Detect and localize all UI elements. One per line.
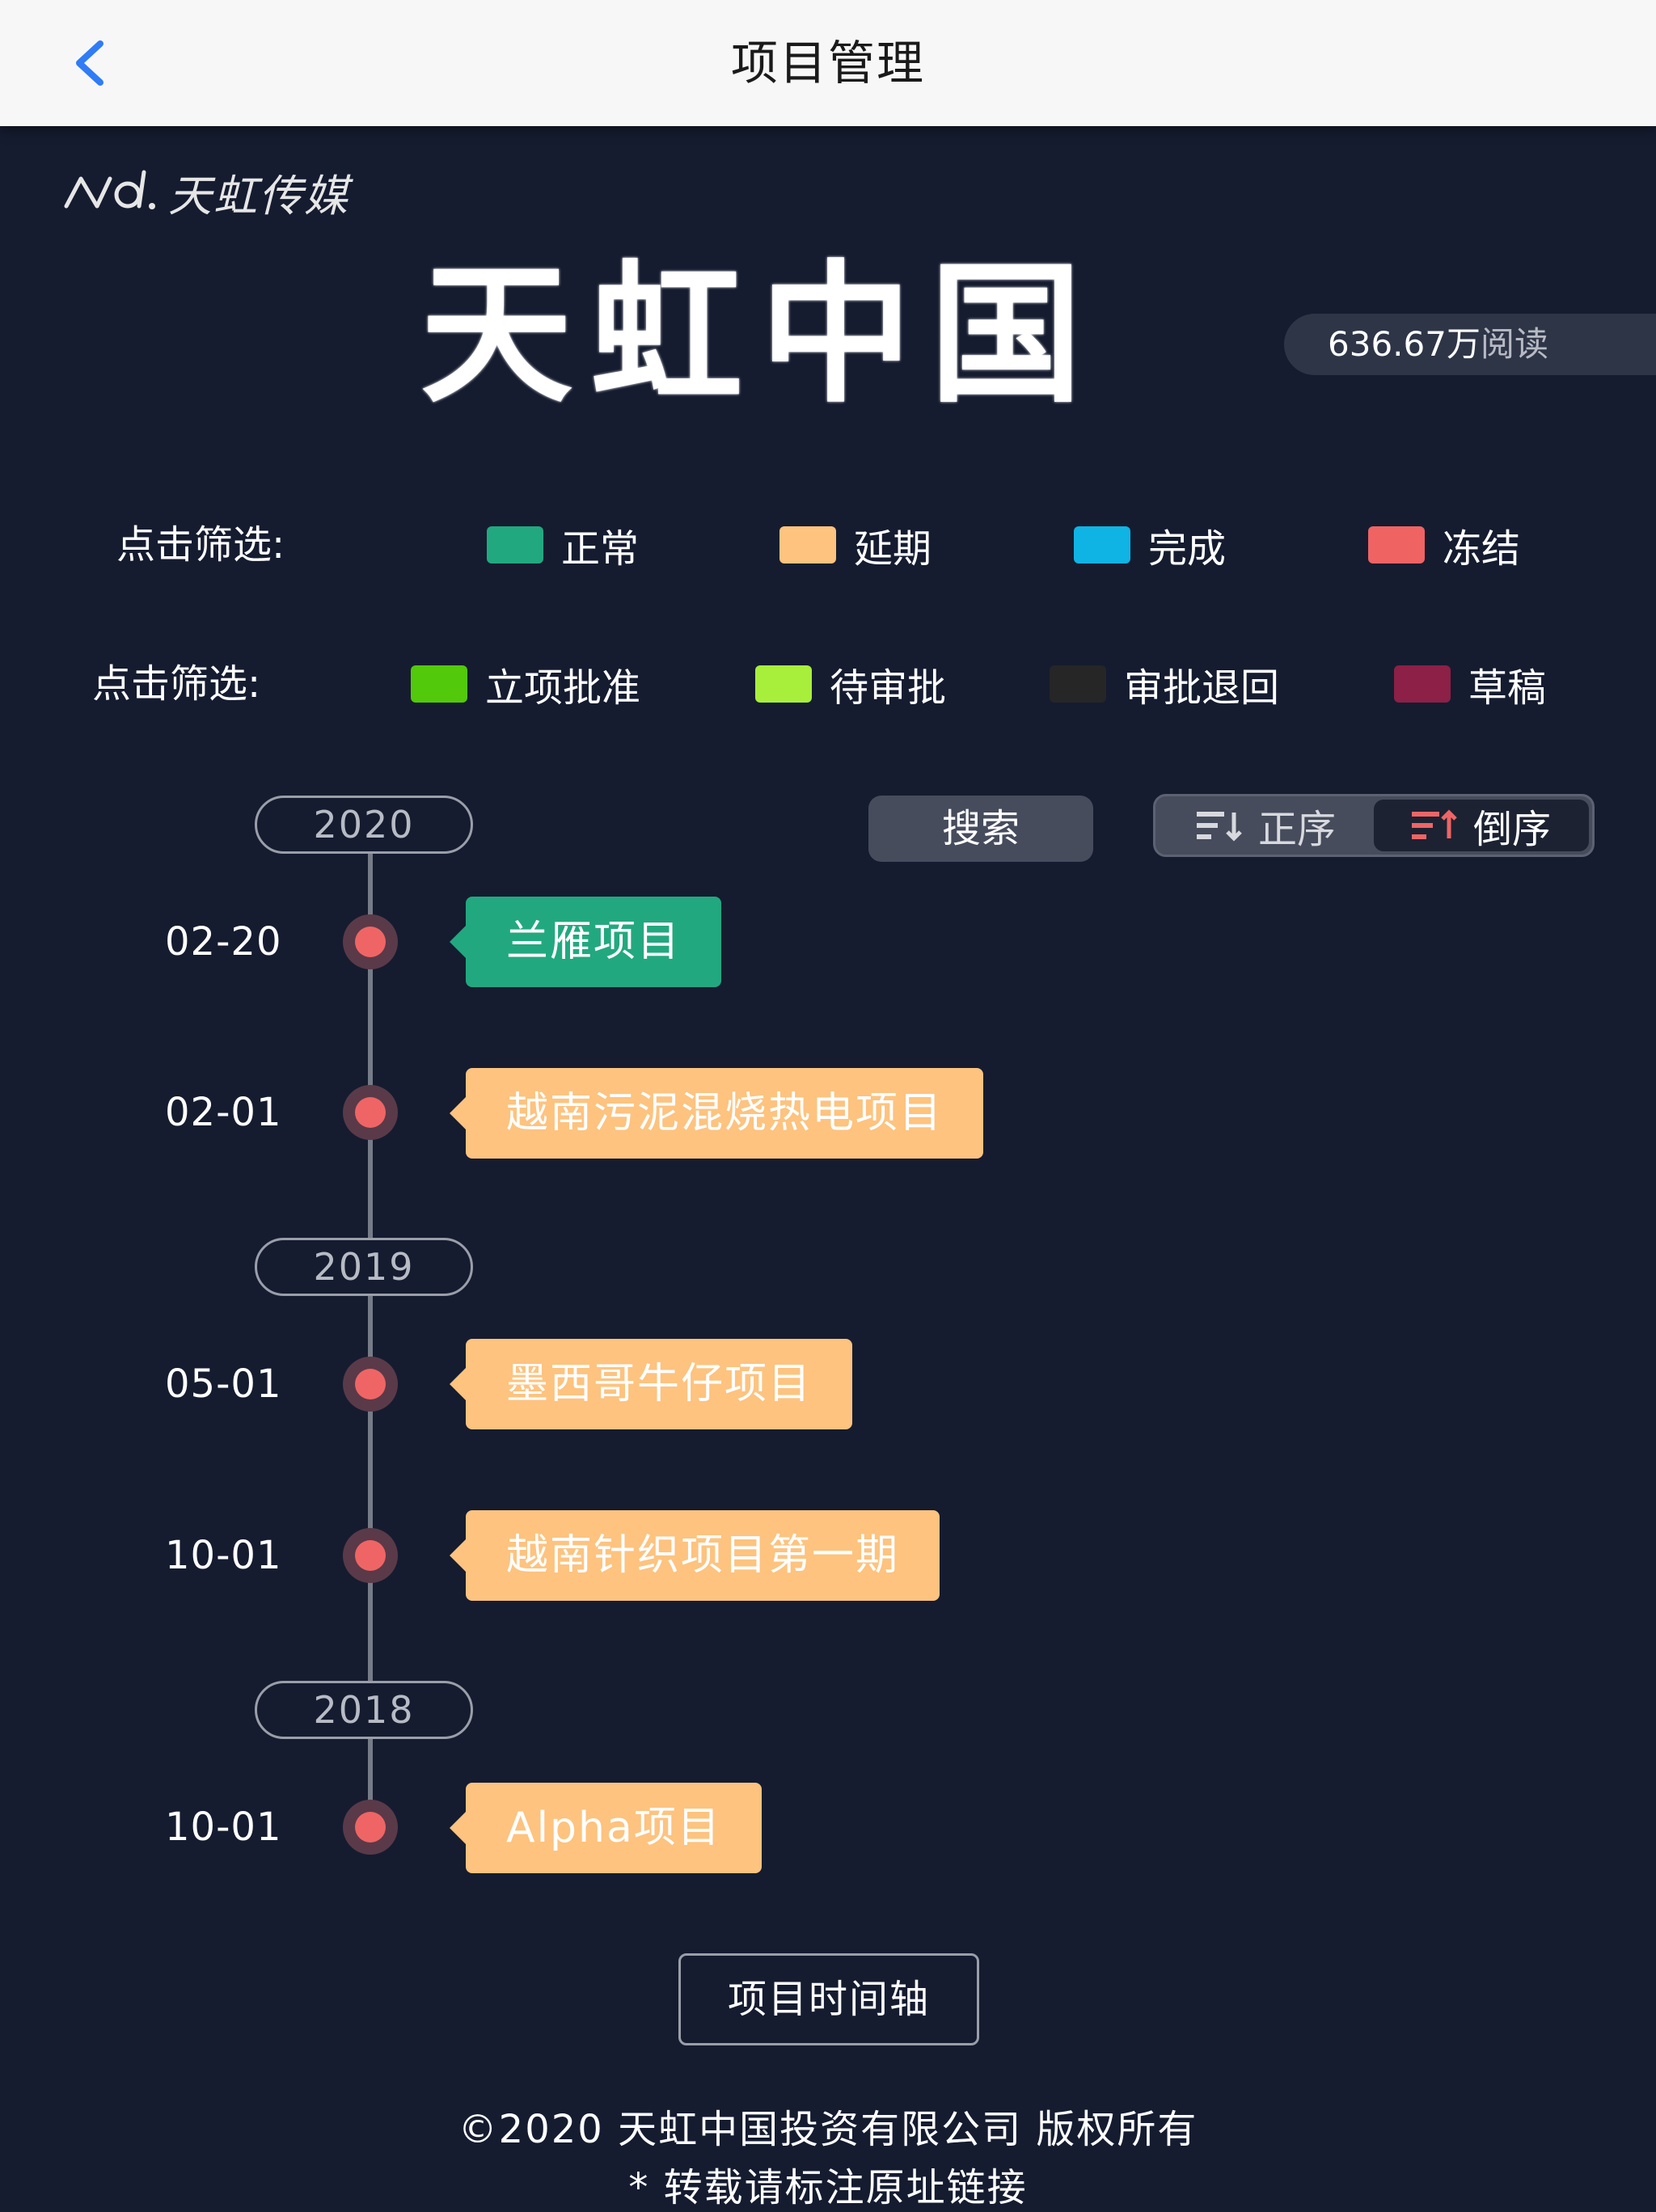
project-date: 10-01 (165, 1805, 282, 1850)
project-card-vietnam-knit[interactable]: 越南针织项目第一期 (449, 1510, 940, 1601)
nd-logo-icon (64, 170, 155, 209)
sort-toggle: 正序 倒序 (1153, 794, 1595, 857)
approval-filter-label: 点击筛选: (92, 661, 261, 707)
filter-chip-completed[interactable]: 完成 (1074, 513, 1226, 577)
project-card-alpha[interactable]: Alpha项目 (450, 1783, 762, 1873)
year-marker-2019: 2019 (255, 1238, 473, 1296)
sort-ascending-button[interactable]: 正序 (1159, 800, 1374, 852)
status-filter-row: 点击筛选: 正常 延期 完成 冻结 (0, 513, 1656, 577)
project-card-mexico-denim[interactable]: 墨西哥牛仔项目 (449, 1339, 853, 1429)
project-card-lanyan[interactable]: 兰雁项目 (449, 897, 722, 987)
chevron-left-icon (76, 40, 104, 86)
hero-title: 天虹中国 (420, 247, 1100, 424)
swatch-delayed (779, 526, 836, 564)
views-count: 636.67万 (1328, 324, 1481, 364)
timeline-node-dot (355, 1540, 386, 1571)
filter-chip-delayed[interactable]: 延期 (779, 513, 932, 577)
timeline-node (343, 1528, 398, 1583)
filter-chip-normal[interactable]: 正常 (487, 513, 639, 577)
back-button[interactable] (57, 31, 121, 95)
filter-chip-frozen[interactable]: 冻结 (1368, 513, 1520, 577)
timeline-node-dot (355, 1097, 386, 1128)
chip-label: 待审批 (830, 665, 947, 711)
timeline-node-dot (355, 927, 386, 957)
views-unit: 阅读 (1480, 324, 1548, 364)
swatch-returned (1050, 665, 1106, 703)
chip-label: 审批退回 (1124, 665, 1280, 711)
filter-chip-approved[interactable]: 立项批准 (411, 652, 640, 716)
timeline-node (343, 914, 398, 969)
filter-chip-pending[interactable]: 待审批 (755, 652, 946, 716)
year-marker-2018: 2018 (255, 1681, 473, 1739)
swatch-normal (487, 526, 543, 564)
chip-label: 完成 (1148, 526, 1227, 572)
project-date: 02-20 (165, 919, 282, 965)
approval-filter-row: 点击筛选: 立项批准 待审批 审批退回 草稿 (0, 652, 1656, 716)
chip-label: 冻结 (1443, 526, 1521, 572)
swatch-completed (1074, 526, 1130, 564)
timeline-axis (368, 841, 373, 1843)
sort-descending-label: 倒序 (1472, 807, 1551, 852)
sort-ascending-icon (1196, 812, 1242, 842)
timeline-node-dot (355, 1369, 386, 1399)
sort-ascending-label: 正序 (1257, 807, 1336, 852)
chip-label: 正常 (561, 526, 640, 572)
nav-bar: 项目管理 (0, 0, 1656, 126)
timeline-node (343, 1800, 398, 1855)
chip-label: 延期 (854, 526, 932, 572)
swatch-approved (411, 665, 467, 703)
project-date: 02-01 (165, 1090, 282, 1135)
project-date: 10-01 (165, 1533, 282, 1578)
swatch-draft (1394, 665, 1451, 703)
timeline-tag: 项目时间轴 (678, 1953, 979, 2045)
filter-chip-draft[interactable]: 草稿 (1394, 652, 1546, 716)
brand-name: 天虹传媒 (168, 170, 349, 222)
year-marker-2020: 2020 (255, 796, 473, 854)
footer-notice: * 转载请标注原址链接 (628, 2165, 1028, 2210)
chip-label: 草稿 (1468, 665, 1547, 711)
timeline-node (343, 1085, 398, 1140)
chip-label: 立项批准 (485, 665, 641, 711)
views-badge: 636.67万阅读 (1284, 314, 1656, 375)
timeline-node-dot (355, 1812, 386, 1843)
sort-descending-icon (1411, 809, 1457, 839)
filter-chip-returned[interactable]: 审批退回 (1050, 652, 1279, 716)
brand-logo: 天虹传媒 (63, 163, 349, 222)
swatch-pending (755, 665, 812, 703)
page-title: 项目管理 (730, 36, 925, 91)
project-date: 05-01 (165, 1361, 282, 1407)
timeline-node (343, 1357, 398, 1412)
status-filter-label: 点击筛选: (116, 522, 285, 568)
sort-descending-button[interactable]: 倒序 (1374, 800, 1589, 852)
search-button[interactable]: 搜索 (868, 796, 1093, 862)
project-card-vietnam-sludge[interactable]: 越南污泥混烧热电项目 (449, 1068, 984, 1159)
swatch-frozen (1368, 526, 1425, 564)
footer-copyright: ©2020 天虹中国投资有限公司 版权所有 (458, 2107, 1198, 2152)
